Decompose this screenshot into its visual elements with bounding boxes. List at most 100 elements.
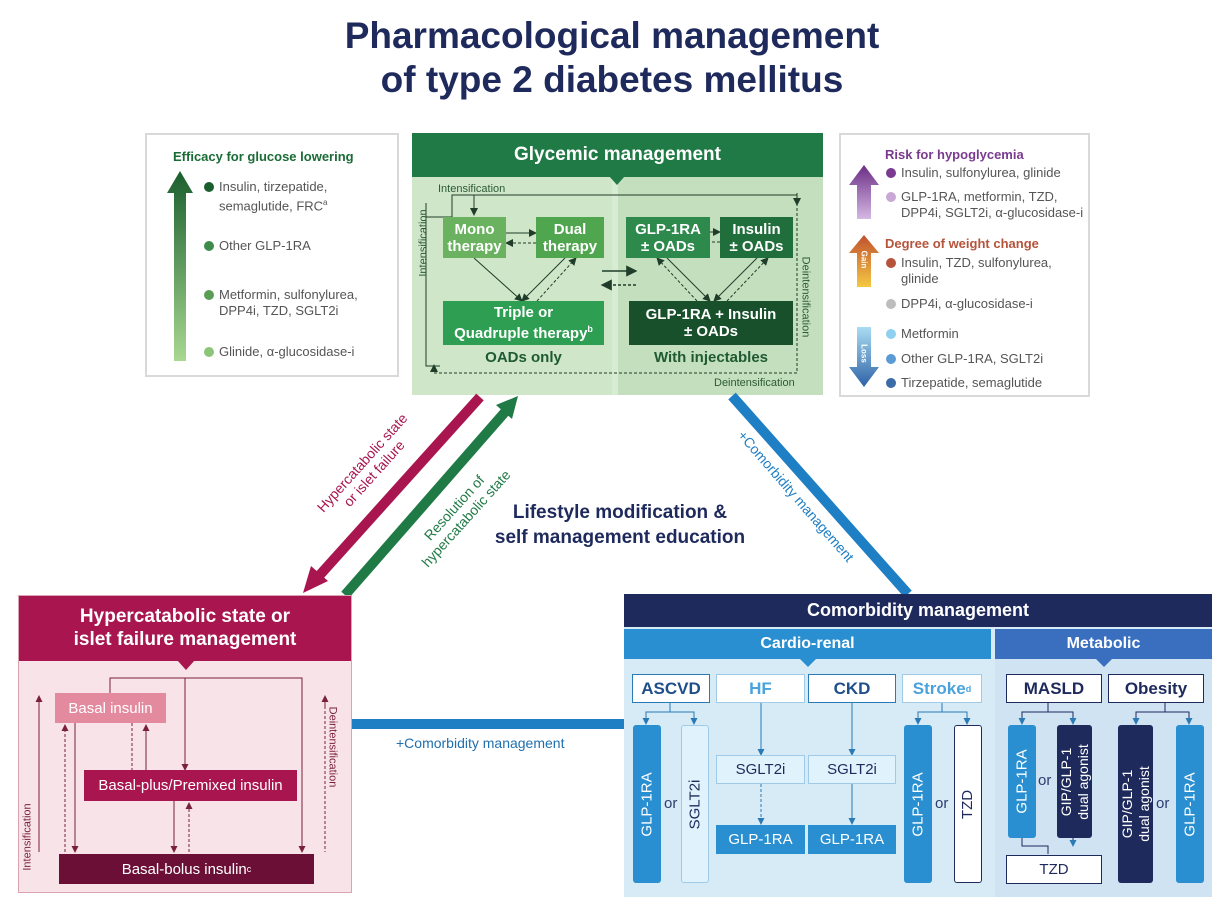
hypercatabolic-panel: Hypercatabolic state or islet failure ma…	[18, 595, 352, 893]
glycemic-deintensification-label: Deintensification	[714, 377, 795, 389]
hypo-arrow-icon	[849, 165, 879, 219]
comorbidity-header: Comorbidity management	[624, 594, 1212, 627]
glp-insulin-line2: ± OADs	[683, 323, 739, 340]
comorbidity-panel: Comorbidity management Cardio-renal Meta…	[624, 594, 1212, 897]
risk-legend: Risk for hypoglycemia Insulin, sulfonylu…	[839, 133, 1090, 397]
glycemic-left-zone	[412, 177, 612, 395]
efficacy-legend: Efficacy for glucose lowering Insulin, t…	[145, 133, 399, 377]
masld-or: or	[1038, 772, 1052, 789]
weight-item-1-line1: Insulin, TZD, sulfonylurea,	[901, 255, 1052, 270]
efficacy-dot-1	[204, 182, 214, 192]
weight-item-5: Tirzepatide, semaglutide	[901, 375, 1043, 390]
weight-dot-1	[886, 258, 896, 268]
efficacy-dot-4	[204, 347, 214, 357]
title-line-2: of type 2 diabetes mellitus	[380, 59, 844, 100]
glycemic-flow-lines	[425, 193, 801, 374]
basal-insulin-box: Basal insulin	[55, 693, 166, 723]
basal-bolus-text: Basal-bolus insulin	[121, 860, 247, 878]
weight-loss-arrow-icon	[849, 327, 879, 387]
lifestyle-line2: self management education	[494, 527, 746, 548]
weight-item-2: DPP4i, α-glucosidase-i	[901, 296, 1033, 311]
cardio-renal-header: Cardio-renal	[624, 629, 991, 659]
efficacy-item-1: Insulin, tirzepatide, semaglutide, FRCa	[219, 179, 328, 214]
efficacy-item-3-line2: DPP4i, TZD, SGLT2i	[219, 303, 339, 318]
efficacy-item-1-line1: Insulin, tirzepatide,	[219, 179, 328, 194]
basal-bolus-sup: c	[246, 864, 252, 874]
obesity-or: or	[1156, 795, 1170, 812]
oads-only-label: OADs only	[485, 349, 562, 366]
lifestyle-label: Lifestyle modification & self management…	[455, 500, 785, 550]
glp1ra-oads-box: GLP-1RA± OADs	[626, 217, 710, 258]
masld-gip-text: GIP/GLP-1 dual agonist	[1058, 744, 1092, 820]
triple-line1: Triple or	[493, 304, 554, 321]
insulin-line2: ± OADs	[729, 237, 784, 255]
efficacy-item-1-line2-text: semaglutide, FRC	[219, 198, 324, 214]
dual-line2: therapy	[542, 237, 598, 255]
stroke-text: Stroke	[912, 678, 966, 698]
stroke-tzd-bar: TZD	[954, 725, 982, 883]
hypo-heading: Risk for hypoglycemia	[885, 147, 1024, 162]
masld-tzd-box: TZD	[1006, 855, 1102, 884]
ascvd-box: ASCVD	[632, 674, 710, 703]
obesity-gip-text: GIP/GLP-1 dual agonist	[1119, 766, 1153, 842]
hypo-item-2-line2: DPP4i, SGLT2i, α-glucosidase-i	[901, 205, 1084, 220]
ascvd-glp1ra-text: GLP-1RA	[638, 771, 656, 837]
hypo-dot-1	[886, 168, 896, 178]
hypo-dot-2	[886, 192, 896, 202]
obesity-glp1ra-bar: GLP-1RA	[1176, 725, 1204, 883]
ckd-glp1ra-box: GLP-1RA	[808, 825, 896, 854]
glp-line2: ± OADs	[640, 237, 696, 255]
hc-header-pointer	[177, 660, 195, 670]
metabolic-header: Metabolic	[995, 629, 1212, 659]
efficacy-dot-2	[204, 241, 214, 251]
mono-line1: Mono	[454, 220, 495, 238]
glycemic-right-zone	[618, 177, 823, 395]
obesity-gip-line1: GIP/GLP-1	[1118, 769, 1135, 839]
weight-dot-2	[886, 299, 896, 309]
cm-header-pointer	[800, 659, 816, 667]
hypo-item-2: GLP-1RA, metformin, TZD, DPP4i, SGLT2i, …	[901, 189, 1083, 221]
ckd-box: CKD	[808, 674, 896, 703]
obesity-gip-bar: GIP/GLP-1 dual agonist	[1118, 725, 1153, 883]
with-injectables-label: With injectables	[653, 349, 769, 366]
lifestyle-line1: Lifestyle modification &	[512, 502, 728, 523]
hc-header-line2: islet failure management	[73, 629, 297, 650]
hc-flow-lines	[35, 677, 329, 853]
hypercatabolic-header: Hypercatabolic state or islet failure ma…	[19, 596, 351, 661]
hc-header-line1: Hypercatabolic state or	[79, 606, 291, 627]
weight-dot-4	[886, 354, 896, 364]
efficacy-item-3-line1: Metformin, sulfonylurea,	[219, 287, 358, 302]
ckd-sglt2i-box: SGLT2i	[808, 755, 896, 784]
dual-line1: Dual	[553, 220, 587, 238]
page-title: Pharmacological management of type 2 dia…	[0, 14, 1224, 102]
title-line-1: Pharmacological management	[344, 15, 880, 56]
efficacy-arrow-icon	[167, 171, 193, 361]
weight-heading: Degree of weight change	[885, 236, 1039, 251]
comorbidity-bottom-label: +Comorbidity management	[396, 735, 565, 751]
triple-line2: Quadruple therapyb	[454, 321, 593, 342]
ascvd-sglt2i-bar: SGLT2i	[681, 725, 709, 883]
glycemic-management-panel: Glycemic management Intensification In	[412, 133, 823, 395]
ascvd-or: or	[664, 795, 678, 812]
ascvd-glp1ra-bar: GLP-1RA	[633, 725, 661, 883]
efficacy-item-1-sup: a	[323, 198, 328, 207]
weight-item-1-line2: glinide	[901, 271, 939, 286]
triple-sup: b	[587, 324, 593, 334]
stroke-glp1ra-text: GLP-1RA	[909, 771, 927, 837]
metabolic-header-pointer	[1096, 659, 1112, 667]
obesity-gip-line2: dual agonist	[1135, 766, 1152, 842]
obesity-glp1ra-text: GLP-1RA	[1181, 771, 1199, 837]
stroke-glp1ra-bar: GLP-1RA	[904, 725, 932, 883]
efficacy-dot-3	[204, 290, 214, 300]
masld-gip-line2: dual agonist	[1074, 743, 1091, 820]
stroke-or: or	[935, 795, 949, 812]
glycemic-header: Glycemic management	[412, 133, 823, 177]
efficacy-item-4: Glinide, α-glucosidase-i	[219, 344, 355, 359]
hypo-item-1: Insulin, sulfonylurea, glinide	[901, 165, 1061, 180]
masld-glp1ra-bar: GLP-1RA	[1008, 725, 1036, 838]
hf-sglt2i-box: SGLT2i	[716, 755, 805, 784]
insulin-line1: Insulin	[732, 220, 781, 238]
